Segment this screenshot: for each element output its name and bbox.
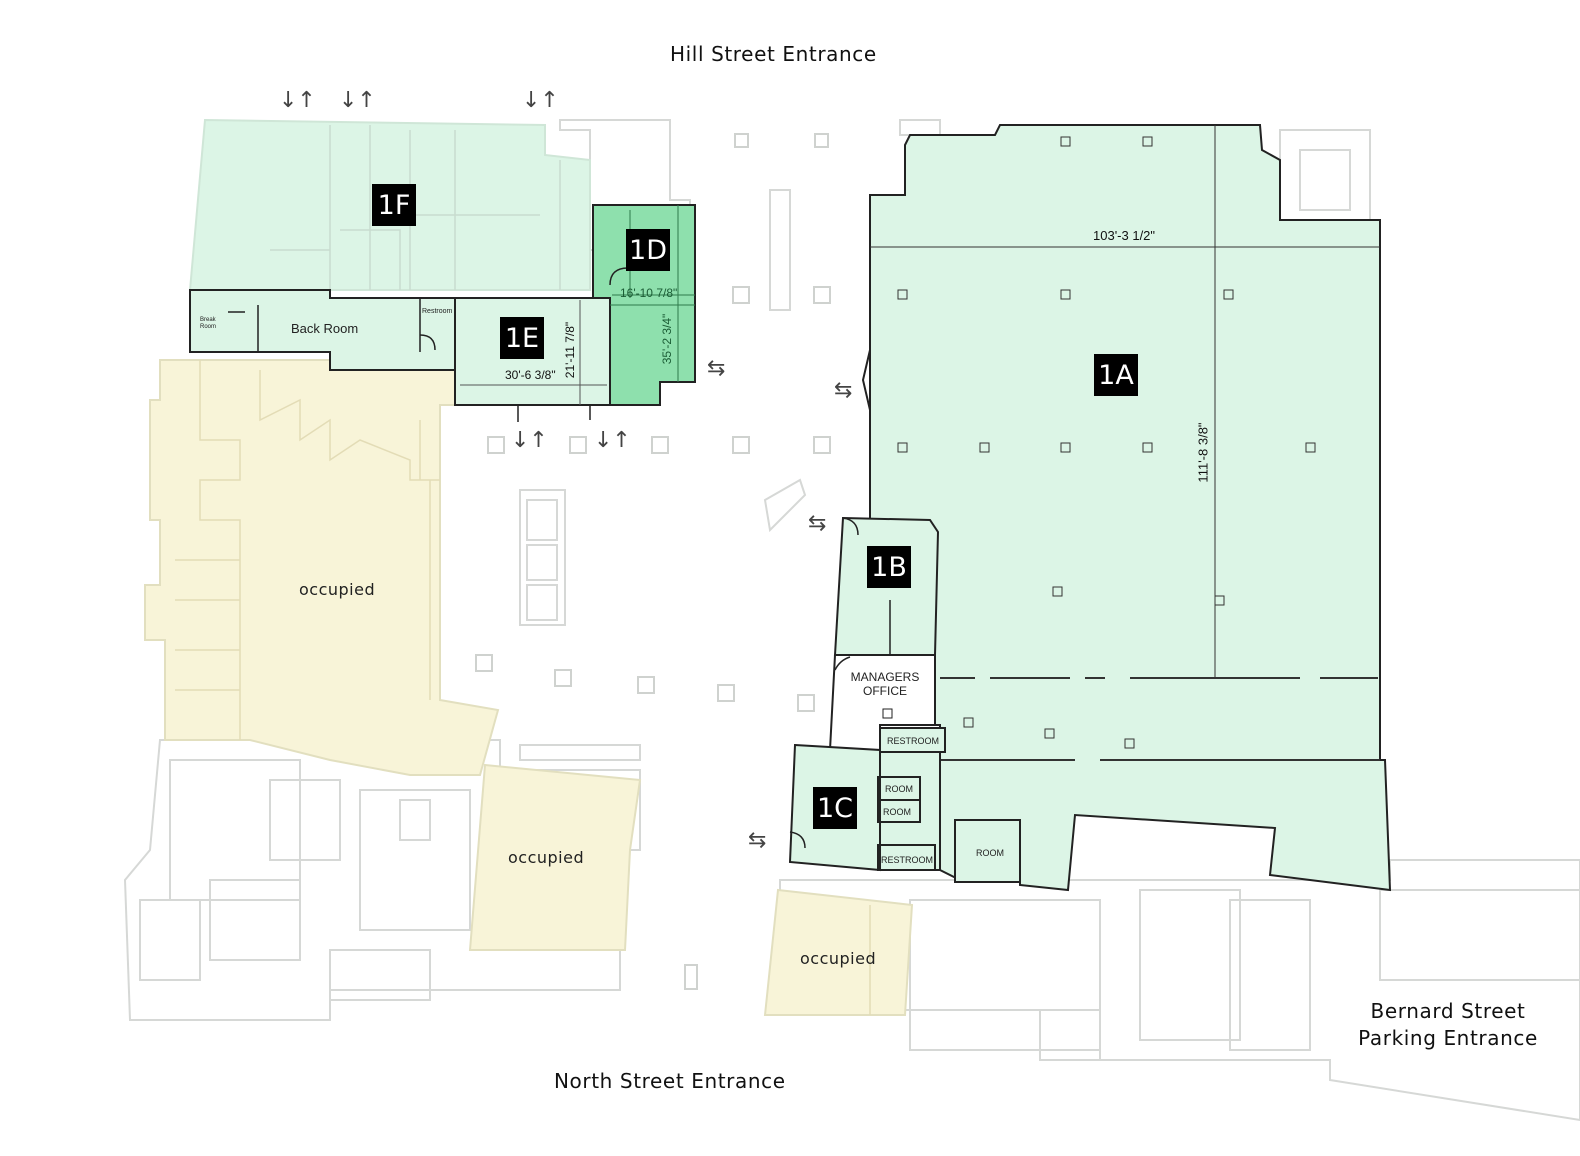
dimension-1a-depth: 111'-8 3/8"	[1195, 422, 1211, 483]
vertical-access-arrow-3: ↓↑	[522, 88, 559, 113]
unit-1d-tag[interactable]: 1D	[626, 229, 670, 271]
vertical-access-arrow-2: ↓↑	[339, 88, 376, 113]
occupied-label-south: occupied	[800, 949, 877, 968]
column-markers	[475, 133, 831, 990]
unit-1a-columns	[897, 136, 1316, 749]
occupied-label-center: occupied	[508, 848, 585, 867]
dimension-1d-depth: 35'-2 3/4"	[660, 313, 674, 365]
unit-1b-tag[interactable]: 1B	[867, 546, 911, 588]
back-room-strip[interactable]	[189, 289, 456, 371]
managers-office-label: MANAGERS OFFICE	[836, 670, 934, 698]
bernard-entrance-line-2: Parking Entrance	[1358, 1026, 1538, 1050]
restroom-label-upper: RESTROOM	[887, 736, 940, 746]
back-room-label: Back Room	[291, 321, 359, 336]
dimension-1d-width: 16'-10 7/8"	[620, 286, 678, 300]
vertical-access-arrow-1: ↓↑	[279, 88, 316, 113]
north-street-entrance-label: North Street Entrance	[554, 1069, 786, 1093]
restroom-label-lower: RESTROOM	[881, 855, 934, 865]
room-label-1: ROOM	[885, 784, 913, 794]
horizontal-access-arrow-1: ⇆	[707, 356, 726, 381]
horizontal-access-arrow-2: ⇆	[834, 378, 853, 403]
managers-office-line-2: OFFICE	[863, 684, 907, 698]
unit-1e-tag[interactable]: 1E	[500, 317, 544, 359]
restroom-label-back: Restroom	[422, 308, 453, 315]
occupied-areas	[144, 359, 914, 1016]
vertical-access-arrow-4: ↓↑	[511, 428, 548, 453]
occupied-inner-lines	[175, 360, 871, 1015]
dimension-1e-width: 30'-6 3/8"	[505, 368, 556, 382]
service-rooms	[877, 727, 1021, 883]
dimension-1a-width: 103'-3 1/2"	[1093, 228, 1156, 243]
managers-office-line-1: MANAGERS	[850, 670, 920, 684]
unit-1c-tag[interactable]: 1C	[813, 787, 857, 829]
break-room-line-2: Room	[200, 324, 217, 330]
horizontal-access-arrow-3: ⇆	[808, 511, 827, 536]
break-room-line-1: Break	[200, 317, 216, 323]
room-label-3: ROOM	[976, 848, 1004, 858]
occupied-label-west: occupied	[299, 580, 376, 599]
dimension-1e-depth: 21'-11 7/8"	[563, 321, 577, 379]
bernard-entrance-line-1: Bernard Street	[1370, 999, 1526, 1023]
unit-1f-tag[interactable]: 1F	[372, 184, 416, 226]
break-room-label: Break Room	[200, 317, 216, 331]
bernard-street-entrance-label: Bernard Street Parking Entrance	[1355, 998, 1541, 1052]
hill-street-entrance-label: Hill Street Entrance	[670, 42, 877, 66]
unit-1a-tag[interactable]: 1A	[1094, 354, 1138, 396]
horizontal-access-arrow-4: ⇆	[748, 828, 767, 853]
vertical-access-arrow-5: ↓↑	[594, 428, 631, 453]
room-label-2: ROOM	[883, 807, 911, 817]
